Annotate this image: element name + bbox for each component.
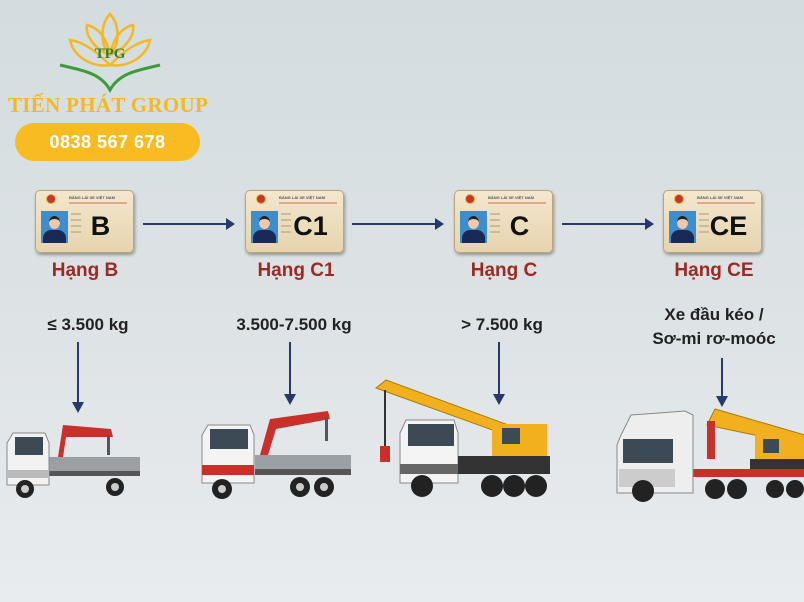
person-icon xyxy=(251,211,278,243)
arrow-down-icon xyxy=(284,342,296,405)
card-header: BẰNG LÁI XE VIỆT NAM xyxy=(69,195,116,200)
license-card-c: BẰNG LÁI XE VIỆT NAM C xyxy=(454,190,553,253)
emblem-icon xyxy=(46,194,56,204)
emblem-icon xyxy=(256,194,266,204)
weight-limit: 3.500-7.500 kg xyxy=(236,315,352,334)
arrow-right-icon xyxy=(143,218,235,230)
vehicle-type-line2: Sơ-mi rơ-moóc xyxy=(652,329,776,348)
arrow-down-icon xyxy=(72,342,84,413)
card-header: BẰNG LÁI XE VIỆT NAM xyxy=(697,195,744,200)
vehicle-type: Xe đầu kéo / Sơ-mi rơ-moóc xyxy=(619,303,804,351)
tpg-logo: TPG xyxy=(55,10,165,95)
class-label: Hạng C xyxy=(470,260,538,281)
emblem-icon xyxy=(465,194,475,204)
card-header: BẰNG LÁI XE VIỆT NAM xyxy=(488,195,535,200)
arrow-down-icon xyxy=(493,342,505,405)
phone-button[interactable]: 0838 567 678 xyxy=(15,123,200,161)
card-class: B xyxy=(90,211,111,241)
person-icon xyxy=(41,211,68,243)
truck-c-image xyxy=(372,378,554,503)
license-card-b: BẰNG LÁI XE VIỆT NAM B xyxy=(35,190,134,253)
card-header: BẰNG LÁI XE VIỆT NAM xyxy=(279,195,326,200)
truck-b-image xyxy=(3,415,143,505)
card-class: C1 xyxy=(293,211,328,241)
arrow-down-icon xyxy=(716,358,728,407)
class-label: Hạng B xyxy=(51,260,119,281)
person-icon xyxy=(669,211,696,243)
license-card-c1: BẰNG LÁI XE VIỆT NAM C1 xyxy=(245,190,344,253)
class-label: Hạng CE xyxy=(674,260,754,281)
emblem-icon xyxy=(674,194,684,204)
person-icon xyxy=(460,211,487,243)
brand-name: TIẾN PHÁT GROUP xyxy=(8,93,209,117)
truck-ce-image xyxy=(615,405,804,505)
arrow-right-icon xyxy=(352,218,444,230)
arrow-right-icon xyxy=(562,218,654,230)
weight-limit: ≤ 3.500 kg xyxy=(47,315,129,334)
logo-text: TPG xyxy=(95,46,126,62)
vehicle-type-line1: Xe đầu kéo / xyxy=(664,305,764,324)
license-card-ce: BẰNG LÁI XE VIỆT NAM CE xyxy=(663,190,762,253)
card-class: C xyxy=(509,211,530,241)
truck-c1-image xyxy=(200,405,355,505)
class-label: Hạng C1 xyxy=(257,260,335,281)
weight-limit: > 7.500 kg xyxy=(461,315,543,334)
card-class: CE xyxy=(709,211,748,241)
